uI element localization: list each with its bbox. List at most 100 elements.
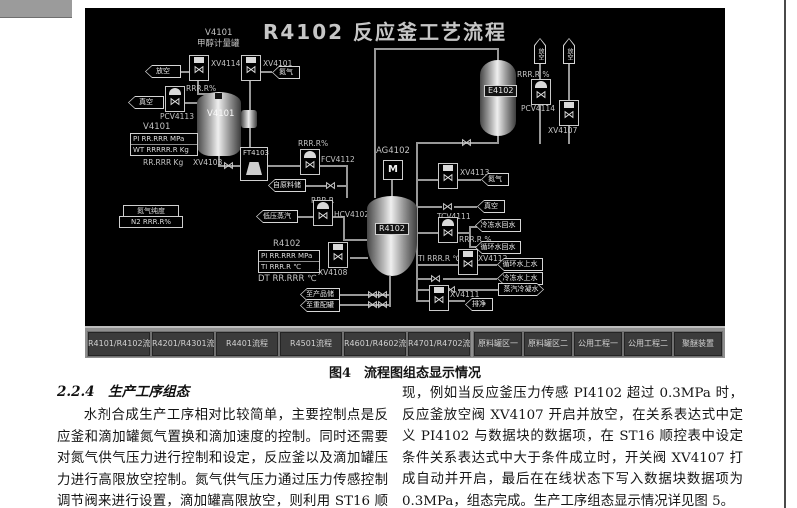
nav-r4701-r4702[interactable]: R4701/R4702流程 (407, 331, 471, 357)
text-column-left: 2.2.4 生产工序组态 水剂合成生产工序相对比较简单，主要控制点是反应釜和滴加… (57, 380, 388, 508)
r4102-reactor[interactable] (367, 196, 417, 276)
chilled-water-supply-tag: 冷冻水上水 (497, 272, 543, 285)
nav-tank-farm-1[interactable]: 原料罐区一 (473, 331, 523, 357)
xv4108-valve[interactable]: ⋈ (328, 242, 348, 268)
pcv4113-valve[interactable]: ⋈ (165, 86, 185, 112)
pipe-segment (218, 156, 220, 167)
pipe-segment (331, 216, 345, 218)
pipe-segment (458, 232, 471, 234)
ft4103-label: FT4103 (243, 149, 269, 157)
v4101-tag-label: V4101 (205, 28, 233, 38)
v4101-tank[interactable] (197, 92, 241, 156)
check-valve: ⋈ (367, 288, 378, 301)
xv4111-valve[interactable]: ⋈ (429, 285, 449, 311)
xv4103-label: XV4103 (193, 158, 223, 167)
from-raw-storage-tag: 自原料储 (268, 179, 306, 192)
manual-valve[interactable]: ⋈ (442, 200, 453, 213)
pipe-segment (343, 216, 345, 241)
xv4101-valve[interactable]: ⋈ (241, 55, 261, 81)
pipe-segment (416, 232, 440, 234)
text-column-right: 现，例如当反应釜压力传感 PI4102 超过 0.3MPa 时，反应釜放空阀 X… (402, 383, 743, 508)
to-blend-tank-tag: 至重配罐 (300, 299, 340, 312)
xv4113-valve[interactable]: ⋈ (438, 163, 458, 189)
valve-bowtie-icon: ⋈ (245, 63, 257, 76)
ti-right-reading: TI RRR.R ℃ (418, 254, 461, 263)
n2-purity-box-value: N2 RRR.R% (119, 216, 183, 228)
tcv4111-valve[interactable]: ⋈ (438, 217, 458, 243)
nav-utility-1[interactable]: 公用工程一 (573, 331, 623, 357)
pipe-segment (337, 185, 347, 187)
check-valve: ⋈ (461, 136, 472, 149)
v4101-instrument-box: PI RR.RRR MPa WT RRRRR.R Kg (130, 133, 198, 156)
xv4103-valve[interactable]: ⋈ (223, 159, 234, 172)
ft4103-flowmeter[interactable]: FT4103 (240, 147, 269, 181)
pipe-segment (448, 300, 465, 302)
r4102-info-title: R4102 (273, 239, 301, 249)
pipe-segment (340, 304, 391, 306)
nav-r4101-r4102[interactable]: R4101/R4102流程 (87, 331, 151, 357)
xv4107-valve[interactable]: ⋈ (559, 100, 579, 126)
check-valve: ⋈ (377, 298, 388, 311)
manual-valve[interactable]: ⋈ (430, 272, 441, 285)
tcv4111-label: TCV4111 (437, 212, 471, 221)
r4102-inside-label: R4102 (375, 223, 409, 235)
nav-r4501[interactable]: R4501流程 (279, 331, 343, 357)
e4102-condenser[interactable] (480, 60, 516, 136)
valve-bowtie-icon: ⋈ (442, 226, 454, 239)
valve-actuator-icon (169, 88, 181, 95)
pipe-segment (416, 300, 430, 302)
circ-water-supply-tag: 循环水上水 (497, 258, 543, 271)
pipe-segment (346, 165, 348, 198)
body-paragraph-left: 水剂合成生产工序相对比较简单，主要控制点是反应釜和滴加罐氮气置换和滴加速度的控制… (57, 408, 388, 508)
fcv4112-valve[interactable]: ⋈ (300, 149, 320, 175)
pipe-segment (454, 206, 477, 208)
pipe-segment (469, 246, 477, 248)
xv4108-label: XV4108 (318, 268, 348, 277)
nav-r4401[interactable]: R4401流程 (215, 331, 279, 357)
pcv4114-valve[interactable]: ⋈ (531, 79, 551, 105)
pipe-segment (416, 142, 499, 144)
valve-actuator-icon (443, 165, 453, 171)
valve-actuator-icon (194, 57, 204, 63)
steam-condensate-tag: 蒸汽冷凝水 (498, 283, 544, 296)
r4102-dt-reading: DT RR.RRR ℃ (258, 274, 317, 284)
nav-tank-farm-2[interactable]: 原料罐区二 (523, 331, 573, 357)
nav-polyether-unit[interactable]: 聚醚装置 (673, 331, 723, 357)
pipe-segment (539, 64, 541, 80)
figure-caption: 图4 流程图组态显示情况 (328, 366, 482, 381)
section-heading: 2.2.4 生产工序组态 (57, 384, 190, 400)
xv4111-label: XV4111 (450, 290, 480, 299)
valve-actuator-icon (434, 287, 444, 293)
manual-valve[interactable]: ⋈ (445, 283, 456, 296)
nav-utility-2[interactable]: 公用工程二 (623, 331, 673, 357)
nav-r4201-r4301[interactable]: R4201/R4301流程 (151, 331, 215, 357)
valve-bowtie-icon: ⋈ (193, 63, 205, 76)
valve-actuator-icon (463, 251, 473, 257)
tank-port (215, 93, 222, 99)
lp-steam-tag: 低压蒸汽 (256, 210, 298, 223)
pipe-segment (181, 71, 190, 73)
chilled-water-return-tag: 冷冻水回水 (475, 219, 521, 232)
pipe-segment (443, 278, 497, 280)
pipe-segment (469, 226, 477, 228)
check-valve: ⋈ (325, 179, 336, 192)
pipe-segment (374, 48, 499, 50)
agitator-motor-icon[interactable]: M (383, 160, 403, 180)
pipe-segment (497, 48, 499, 62)
pipe-segment (340, 294, 391, 296)
pipe-segment (298, 216, 315, 218)
circ-water-return-tag: 循环水回水 (475, 241, 521, 254)
xv4114-valve[interactable]: ⋈ (189, 55, 209, 81)
xv4112-valve[interactable]: ⋈ (458, 249, 478, 275)
pipe-segment (185, 102, 198, 104)
valve-bowtie-icon: ⋈ (442, 171, 454, 184)
pipe-segment (266, 165, 302, 167)
wt-reading: WT RRRRR.R Kg (133, 146, 189, 154)
ag4102-label: AG4102 (376, 146, 410, 156)
nav-r4601-r4602[interactable]: R4601/R4602流程 (343, 331, 407, 357)
vacuum-tag-right: 真空 (477, 200, 505, 213)
pipe-segment (343, 239, 368, 241)
r4102-instrument-box: PI RR.RRR MPa TI RRR.R ℃ (258, 250, 320, 273)
hcv4102-valve[interactable]: ⋈ (313, 200, 333, 226)
